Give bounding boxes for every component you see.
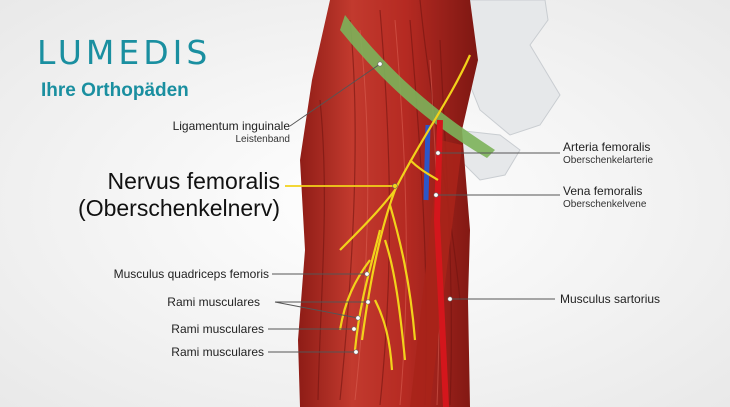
label-sartorius: Musculus sartorius — [560, 292, 661, 306]
artery — [433, 119, 449, 407]
label-rami-3: Rami musculares — [171, 345, 264, 359]
brand-tagline: Ihre Orthopäden — [41, 80, 189, 101]
label-vena: Vena femoralis — [563, 184, 643, 198]
label-arteria: Arteria femoralis — [563, 140, 651, 154]
label-vena-sub: Oberschenkelvene — [563, 199, 647, 210]
ligament-band — [340, 15, 495, 158]
sartorius-muscle — [410, 140, 462, 407]
label-rami-1: Rami musculares — [167, 295, 260, 309]
label-arteria-sub: Oberschenkelarterie — [563, 155, 654, 166]
label-nervus-line2: (Oberschenkelnerv) — [78, 195, 280, 221]
label-ligamentum: Ligamentum inguinale — [172, 119, 290, 133]
femoral-nerve — [338, 54, 472, 371]
label-rami-2: Rami musculares — [171, 322, 264, 336]
label-quadriceps: Musculus quadriceps femoris — [113, 267, 269, 281]
label-nervus-femoralis: Nervus femoralis (Oberschenkelnerv) — [78, 168, 280, 222]
label-nervus-line1: Nervus femoralis — [107, 168, 280, 194]
label-ligamentum-sub: Leistenband — [235, 134, 291, 145]
leader-lines — [268, 63, 560, 353]
leader-dots — [351, 61, 453, 355]
brand-logo: LUMEDIS — [37, 33, 212, 72]
vein — [423, 124, 431, 201]
